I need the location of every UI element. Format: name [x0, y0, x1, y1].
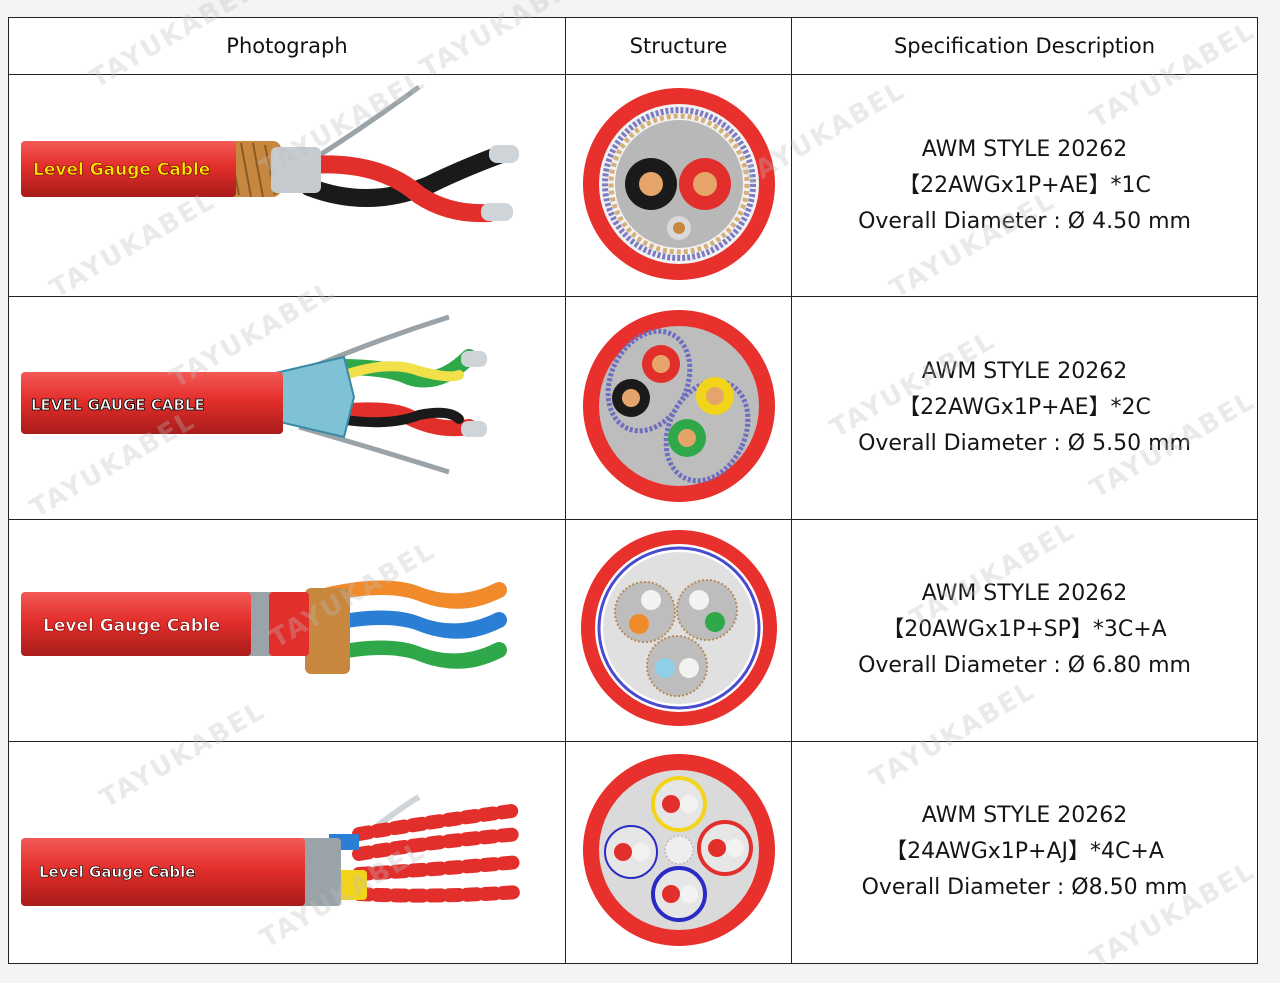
- overall-diameter: Overall Diameter : Ø 5.50 mm: [858, 430, 1191, 456]
- cable-label: Level Gauge Cable: [33, 160, 210, 180]
- overall-diameter: Overall Diameter : Ø8.50 mm: [861, 875, 1188, 901]
- photo-cell: LEVEL GAUGE CABLE: [8, 296, 566, 520]
- cable-label: Level Gauge Cable: [43, 616, 220, 636]
- photo-cell: Level Gauge Cable: [8, 74, 566, 298]
- cross-section-3c-icon: [580, 530, 777, 727]
- photo-cell: Level Gauge Cable: [8, 518, 566, 742]
- awm-style: AWM STYLE 20262: [921, 803, 1128, 829]
- cable-photo-4c-icon: Level Gauge Cable: [21, 794, 526, 906]
- cable-photo-3c-icon: Level Gauge Cable: [21, 580, 507, 676]
- awm-style: AWM STYLE 20262: [921, 358, 1128, 384]
- spec-cell: AWM STYLE 20262 【24AWGx1P+AJ】*4C+A Overa…: [791, 740, 1258, 965]
- overall-diameter: Overall Diameter : Ø 4.50 mm: [858, 208, 1191, 234]
- structure-cell: [565, 74, 792, 298]
- awm-style: AWM STYLE 20262: [921, 581, 1128, 607]
- cross-section-2c-icon: [582, 309, 775, 502]
- photo-cell: Level Gauge Cable: [8, 740, 566, 965]
- cross-section-1c-icon: [582, 87, 775, 280]
- header-photograph: Photograph: [8, 16, 566, 76]
- header-row: Photograph Structure Specification Descr…: [8, 16, 1258, 76]
- spec-table: Photograph Structure Specification Descr…: [8, 16, 1258, 965]
- spec-cell: AWM STYLE 20262 【22AWGx1P+AE】*2C Overall…: [791, 296, 1258, 520]
- awm-style: AWM STYLE 20262: [921, 136, 1128, 162]
- cable-label: Level Gauge Cable: [39, 863, 195, 881]
- cable-photo-1c-icon: Level Gauge Cable: [21, 85, 519, 223]
- structure-cell: [565, 740, 792, 965]
- table-row: Level Gauge Cable AWM STYLE 20262 【24AW: [8, 740, 1258, 965]
- construction: 【24AWGx1P+AJ】*4C+A: [885, 839, 1164, 865]
- table-row: LEVEL GAUGE CABLE AWM STYLE 20262: [8, 296, 1258, 520]
- construction: 【22AWGx1P+AE】*1C: [898, 172, 1151, 198]
- spec-cell: AWM STYLE 20262 【20AWGx1P+SP】*3C+A Overa…: [791, 518, 1258, 742]
- cable-photo-2c-icon: LEVEL GAUGE CABLE: [21, 314, 487, 475]
- structure-cell: [565, 518, 792, 742]
- header-structure: Structure: [565, 16, 792, 76]
- header-specification: Specification Description: [791, 16, 1258, 76]
- table-row: Level Gauge Cable AWM STYLE: [8, 518, 1258, 742]
- cross-section-4c-icon: [582, 754, 775, 947]
- spec-cell: AWM STYLE 20262 【22AWGx1P+AE】*1C Overall…: [791, 74, 1258, 298]
- cable-label: LEVEL GAUGE CABLE: [31, 396, 205, 414]
- construction: 【22AWGx1P+AE】*2C: [898, 394, 1151, 420]
- construction: 【20AWGx1P+SP】*3C+A: [882, 617, 1167, 643]
- table-row: Level Gauge Cable AWM STYLE 20262 【22AW: [8, 74, 1258, 298]
- structure-cell: [565, 296, 792, 520]
- overall-diameter: Overall Diameter : Ø 6.80 mm: [858, 653, 1191, 679]
